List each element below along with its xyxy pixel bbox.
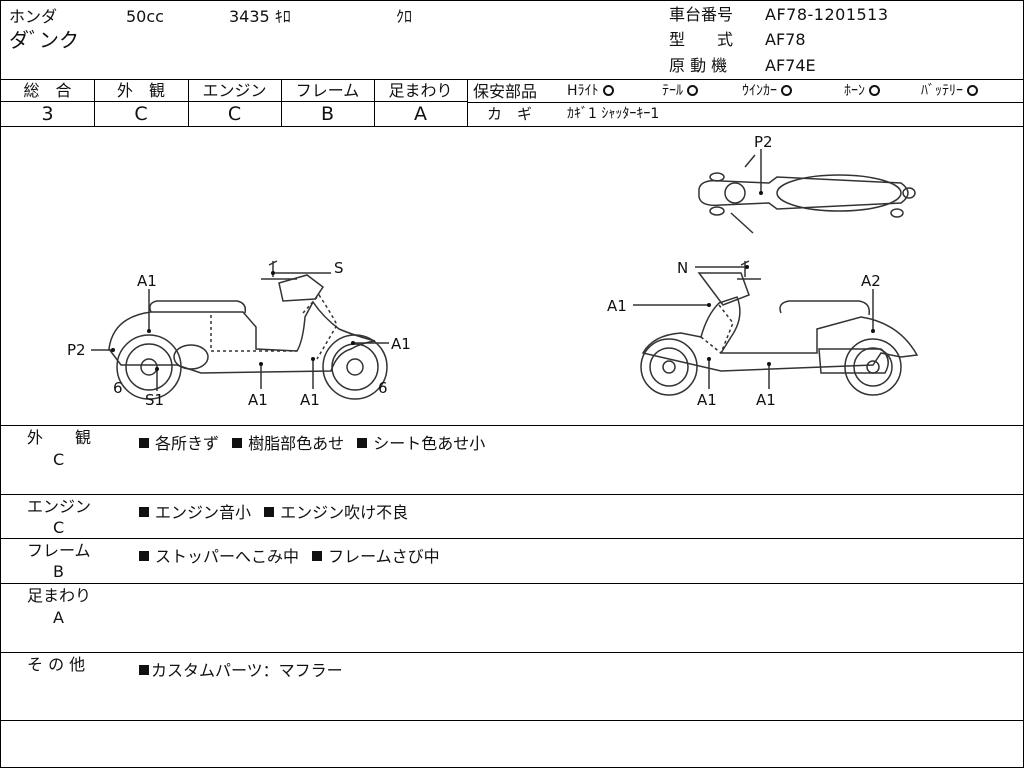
note-item: エンジン吹け不良 [280,503,409,522]
diagram-label: 6 [378,379,388,397]
safety-item-winker: ｳｲﾝｶｰ [742,84,792,98]
grade-total-label: 総 合 [23,81,72,100]
displacement: 50cc [126,7,164,26]
note-items: カスタムパーツ：マフラー [139,657,343,681]
divider [188,79,189,126]
ok-circle-icon [602,85,614,96]
type: AF78 [765,30,806,49]
divider [1,720,1023,721]
note-items: エンジン音小 エンジン吹け不良 [139,499,408,523]
safety-item-battery: ﾊﾞｯﾃﾘｰ [921,84,978,98]
ok-circle-icon [869,85,880,96]
mileage: 3435 ｷﾛ [229,7,291,26]
note-category: 足まわり [27,586,92,605]
engine-model: AF74E [765,56,816,75]
diagram-label: N [677,259,688,277]
maker: ホンダ [9,7,58,26]
frame-no-label: 車台番号 [669,5,734,24]
divider [1,652,1023,653]
note-grade: C [53,450,65,469]
bullet-square-icon [312,551,323,561]
ok-circle-icon [967,85,978,96]
scooter-top-view [699,155,915,233]
divider [1,538,1023,539]
note-category: そ の 他 [27,655,86,674]
bullet-square-icon [139,507,149,517]
grade-frame-label: フレーム [295,81,360,100]
grade-exterior-value: C [134,103,148,125]
grade-engine-label: エンジン [202,81,267,100]
note-item: 各所きず [155,434,220,453]
key-label: カ ギ [487,105,533,123]
diagram-label: S [334,259,344,277]
note-category: フレーム [27,541,91,560]
grade-suspension-value: A [414,103,427,125]
note-category: 外 観 [27,428,92,447]
grade-frame-value: B [320,103,335,125]
divider [281,79,282,126]
diagram-label: A1 [697,391,717,409]
diagram-label: A1 [607,297,627,315]
safety-item-tail: ﾃｰﾙ [662,84,698,98]
model-name: ダﾞンク [9,28,79,52]
divider [1,126,1023,127]
grade-suspension-label: 足まわり [388,81,453,100]
ok-circle-icon [781,85,792,96]
type-label: 型 式 [669,30,734,49]
diagram-label: A1 [248,391,268,409]
note-items: 各所きず 樹脂部色あせ シート色あせ小 [139,430,485,454]
diagram-label: A1 [300,391,320,409]
diagram-label: A1 [391,335,411,353]
damage-diagram: A1 S P2 A1 6 6 S1 A1 A1 N A2 A1 A1 A1 P2 [67,133,1023,409]
bullet-square-icon [357,438,368,448]
diagram-label: A1 [756,391,776,409]
note-items: ストッパーへこみ中 フレームさび中 [139,543,440,567]
grade-engine-value: C [227,103,242,125]
color: ｸﾛ [396,7,413,26]
note-item: シート色あせ小 [373,434,486,453]
note-item: フレームさび中 [328,547,440,566]
safety-label: 保安部品 [473,82,538,101]
divider [374,79,375,126]
bullet-square-icon [232,438,243,448]
divider [1,101,467,102]
grade-total-value: 3 [41,103,54,125]
note-grade: B [53,562,64,581]
safety-item-horn: ﾎｰﾝ [844,84,880,98]
bullet-square-icon [139,665,149,675]
diagram-label: A2 [861,272,881,290]
note-grade: C [53,518,65,537]
scooter-right-view [641,261,917,395]
note-item: ストッパーへこみ中 [155,547,300,566]
divider [1,425,1023,426]
diagram-label: P2 [754,133,773,151]
diagram-label: A1 [137,272,157,290]
bullet-square-icon [139,438,149,448]
divider [1,79,1023,80]
note-grade: A [53,608,64,627]
key-value: ｶｷﾞ1 ｼｬｯﾀｰｷｰ1 [567,106,660,122]
frame-no: AF78-1201513 [765,5,889,24]
divider [1,494,1023,495]
ok-circle-icon [687,85,698,96]
divider [1,583,1023,584]
diagram-label: S1 [145,391,164,409]
bullet-square-icon [264,507,275,517]
diagram-label: 6 [113,379,123,397]
grade-exterior-label: 外 観 [116,81,165,100]
note-category: エンジン [27,497,92,516]
note-item: エンジン音小 [155,503,252,522]
divider [467,102,1023,103]
diagram-label: P2 [67,341,86,359]
divider [94,79,95,126]
note-item: 樹脂部色あせ [248,434,345,453]
safety-item-headlight: Hﾗｲﾄ [567,84,614,98]
note-item: カスタムパーツ：マフラー [151,661,343,680]
bullet-square-icon [139,551,149,561]
engine-label: 原 動 機 [669,56,728,75]
